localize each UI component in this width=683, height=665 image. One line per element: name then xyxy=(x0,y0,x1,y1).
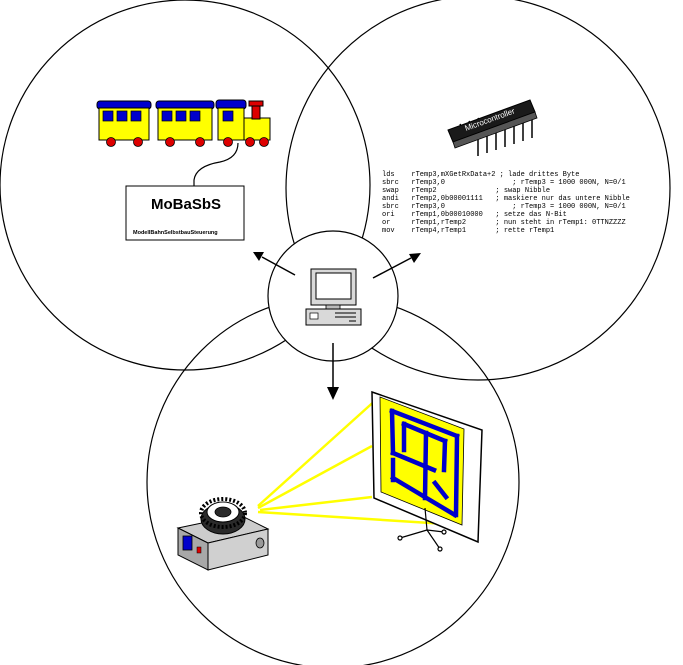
code-line: ori rTemp1,0b00010000 ; setze das N-Bit xyxy=(382,211,567,219)
arrow-to-code xyxy=(372,253,421,279)
mobasbs-subtitle: ModellBahnSelbstbauSteuerung xyxy=(133,230,218,236)
train-wheels xyxy=(106,137,269,147)
code-line: mov rTemp4,rTemp1 ; rette rTemp1 xyxy=(382,227,554,235)
code-line: swap rTemp2 ; swap Nibble xyxy=(382,187,550,195)
microcontroller-icon: Microcontroller xyxy=(447,99,538,156)
screen-tripod xyxy=(397,507,447,552)
mobasbs-title: MoBaSbS xyxy=(151,196,221,213)
code-line: andi rTemp2,0b00001111 ; maskiere nur da… xyxy=(382,195,630,203)
train-wagon-2 xyxy=(155,100,215,141)
projector-panel xyxy=(182,535,193,551)
code-line: or rTemp1,rTemp2 ; nun steht in rTemp1: … xyxy=(382,219,626,227)
computer-icon xyxy=(305,268,362,326)
projector-light xyxy=(196,546,202,554)
train-cable xyxy=(193,142,239,186)
projector-beams xyxy=(257,397,463,527)
screen-pattern xyxy=(389,408,460,519)
mobasbs-box: MoBaSbS ModellBahnSelbstbauSteuerung xyxy=(125,185,245,241)
projector-knob xyxy=(255,537,265,549)
arrow-to-projection xyxy=(327,343,339,400)
projector-icon xyxy=(176,497,270,571)
train-locomotive xyxy=(215,99,271,141)
screen-icon xyxy=(371,390,483,552)
arrow-to-train xyxy=(253,252,296,276)
train-icon xyxy=(96,99,271,147)
code-listing: lds rTemp3,mXGetRxData+2 ; lade drittes … xyxy=(382,171,630,235)
code-line: sbrc rTemp3,0 ; rTemp3 = 1000 000N, N=0/… xyxy=(382,179,626,187)
train-wagon-1 xyxy=(96,100,152,141)
circle-right xyxy=(285,0,671,381)
code-line: sbrc rTemp3,0 ; rTemp3 = 1000 000N, N=0/… xyxy=(382,203,626,211)
code-line: lds rTemp3,mXGetRxData+2 ; lade drittes … xyxy=(382,171,579,179)
